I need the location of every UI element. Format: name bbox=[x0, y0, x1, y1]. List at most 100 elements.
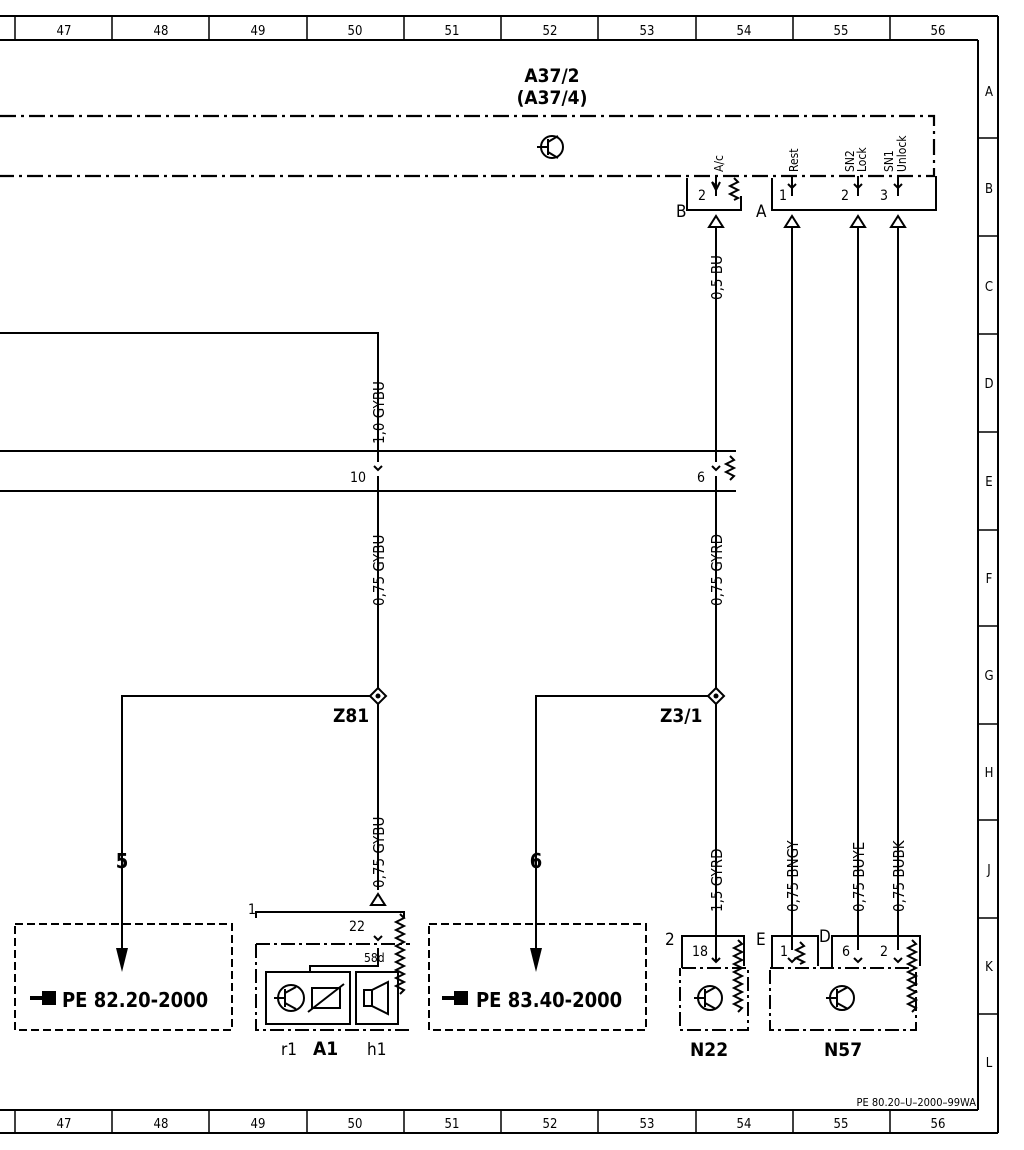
col-label: 49 bbox=[251, 1117, 266, 1132]
connector-letter-d: D bbox=[819, 927, 831, 947]
row-label: L bbox=[986, 1056, 993, 1071]
col-label: 54 bbox=[737, 1117, 752, 1132]
splice-label-z3-1: Z3/1 bbox=[660, 705, 702, 727]
pin-number: 3 bbox=[880, 188, 888, 204]
column-labels-top: 47 48 49 50 51 52 53 54 55 56 bbox=[57, 24, 946, 39]
col-label: 52 bbox=[543, 1117, 558, 1132]
connector-a bbox=[771, 176, 937, 211]
col-label: 55 bbox=[834, 24, 849, 39]
pin-number: 2 bbox=[880, 944, 888, 960]
harness-pin: 10 bbox=[350, 470, 366, 486]
component-n57 bbox=[769, 935, 921, 1031]
pin-number: 2 bbox=[698, 188, 706, 204]
wire-label: 0,75 GYBU bbox=[370, 817, 388, 888]
col-label: 47 bbox=[57, 1117, 72, 1132]
module-a37-2: A37/2 (A37/4) A/c Rest SN2 Lock SN1 Unlo… bbox=[0, 65, 936, 178]
col-label: 48 bbox=[154, 24, 169, 39]
pin-socket-icon bbox=[850, 215, 866, 228]
pin-socket-icon bbox=[784, 215, 800, 228]
wire-label: 0,75 GYBU bbox=[370, 535, 388, 606]
row-label: B bbox=[985, 182, 993, 197]
ref-number-6: 6 bbox=[530, 849, 543, 873]
ref-box-5 bbox=[14, 923, 233, 1031]
connector-number: 1 bbox=[248, 902, 256, 918]
module-subtitle: (A37/4) bbox=[517, 87, 588, 109]
pointing-hand-icon bbox=[442, 991, 468, 1005]
pointing-hand-icon bbox=[30, 991, 56, 1005]
connector-letter-b: B bbox=[676, 202, 687, 222]
col-label: 54 bbox=[737, 24, 752, 39]
col-label: 48 bbox=[154, 1117, 169, 1132]
splice-label-z81: Z81 bbox=[333, 705, 369, 727]
row-label: G bbox=[984, 669, 993, 684]
connector-b bbox=[686, 176, 742, 211]
row-labels: A B C D E F G H J K L bbox=[984, 85, 993, 1071]
col-label: 50 bbox=[348, 1117, 363, 1132]
col-label: 52 bbox=[543, 24, 558, 39]
wire-label: 1,0 GYBU bbox=[370, 381, 388, 444]
pin-number: 6 bbox=[842, 944, 850, 960]
wires bbox=[0, 227, 899, 960]
col-label: 55 bbox=[834, 1117, 849, 1132]
ref-box-6 bbox=[428, 923, 647, 1031]
row-label: D bbox=[984, 377, 993, 392]
col-label: 56 bbox=[931, 24, 946, 39]
col-label: 50 bbox=[348, 24, 363, 39]
component-label-n22: N22 bbox=[690, 1039, 728, 1061]
pin-number: 2 bbox=[841, 188, 849, 204]
col-label: 56 bbox=[931, 1117, 946, 1132]
pin-number: 18 bbox=[692, 944, 708, 960]
row-label: K bbox=[985, 960, 993, 975]
transistor-icon bbox=[537, 135, 564, 159]
row-label: C bbox=[985, 280, 993, 295]
wire-label: 0,5 BU bbox=[708, 255, 726, 300]
row-label: H bbox=[985, 766, 994, 781]
row-label: E bbox=[985, 475, 992, 490]
ref-arrow-5 bbox=[116, 948, 128, 972]
connector-letter-a: A bbox=[756, 202, 767, 222]
connector-letter-e: E bbox=[756, 930, 766, 950]
component-label-n57: N57 bbox=[824, 1039, 862, 1061]
wire-label: 0,75 BNGY bbox=[784, 840, 802, 912]
col-label: 51 bbox=[445, 24, 460, 39]
pin-number: 22 bbox=[349, 919, 365, 935]
col-label: 49 bbox=[251, 24, 266, 39]
col-label: 53 bbox=[640, 24, 655, 39]
wire-label: 0,75 BUYE bbox=[850, 842, 868, 912]
ref-link-6[interactable]: PE 83.40-2000 bbox=[476, 988, 622, 1012]
pin-label-unlock: Unlock bbox=[895, 135, 909, 172]
pin-number: 1 bbox=[780, 944, 788, 960]
ref-link-5[interactable]: PE 82.20-2000 bbox=[62, 988, 208, 1012]
splice-z81 bbox=[368, 686, 388, 706]
sub-label-r1: r1 bbox=[281, 1040, 297, 1060]
component-a1 bbox=[255, 911, 410, 1031]
row-label: A bbox=[985, 85, 993, 100]
col-label: 51 bbox=[445, 1117, 460, 1132]
pin-label-ac: A/c bbox=[712, 155, 726, 172]
component-n22 bbox=[679, 935, 749, 1031]
column-labels-bottom: 47 48 49 50 51 52 53 54 55 56 bbox=[57, 1117, 946, 1132]
pin-label-sn2: SN2 bbox=[843, 150, 857, 172]
pin-label-lock: Lock bbox=[855, 147, 869, 172]
pin-label-rest: Rest bbox=[787, 149, 801, 172]
row-label: F bbox=[986, 572, 993, 587]
harness-pin: 6 bbox=[697, 470, 705, 486]
ref-number-5: 5 bbox=[116, 849, 129, 873]
wire-label: 1,5 GYRD bbox=[708, 849, 726, 912]
splice-z3-1 bbox=[706, 686, 726, 706]
ref-arrow-6 bbox=[530, 948, 542, 972]
pin-socket-icon bbox=[370, 893, 386, 906]
drawing-code: PE 80.20–U–2000–99WA bbox=[857, 1096, 977, 1109]
col-label: 53 bbox=[640, 1117, 655, 1132]
connector-number: 2 bbox=[665, 930, 675, 950]
pin-number: 1 bbox=[779, 188, 787, 204]
sub-label-h1: h1 bbox=[367, 1040, 386, 1060]
module-outline bbox=[0, 114, 936, 178]
module-title: A37/2 bbox=[524, 65, 579, 87]
wire-label: 0,75 GYRD bbox=[708, 534, 726, 606]
pin-socket-icon bbox=[890, 215, 906, 228]
pin-number: 58d bbox=[364, 951, 385, 965]
row-label: J bbox=[986, 863, 990, 878]
frame bbox=[0, 15, 999, 1134]
